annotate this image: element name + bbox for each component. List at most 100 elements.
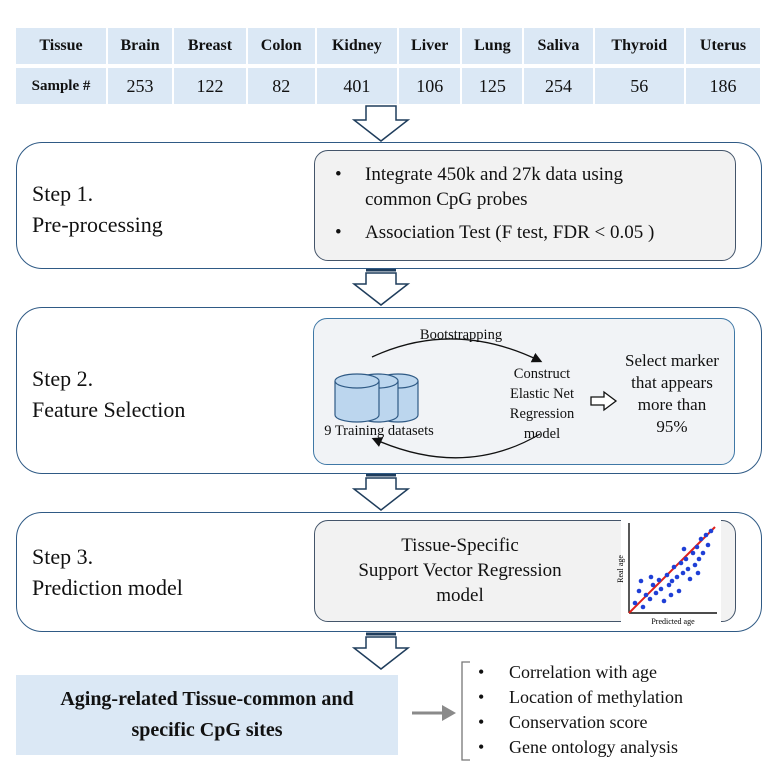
scatter-point — [680, 570, 686, 576]
tissue-brain: Brain — [108, 28, 175, 68]
tissue-sample-table: Tissue Brain Breast Colon Kidney Liver L… — [16, 28, 760, 104]
bullet-dot: • — [478, 737, 485, 757]
scatter-point — [647, 596, 653, 602]
tissue-liver: Liver — [399, 28, 463, 68]
scatter-point — [658, 586, 664, 592]
scatter-point — [687, 576, 693, 582]
step1-panel: Step 1. Pre-processing • Integrate 450k … — [16, 142, 762, 269]
count-brain: 253 — [108, 68, 175, 104]
model-line: model — [523, 426, 561, 442]
step1-bullet2: Association Test (F test, FDR < 0.05 ) — [365, 222, 655, 243]
scatter-point — [708, 528, 714, 534]
select-line: 95% — [656, 417, 688, 436]
scatter-point — [694, 544, 700, 550]
x-axis-label: Predicted age — [651, 617, 695, 626]
svr-line: Tissue-Specific — [401, 535, 519, 556]
bootstrapping-label: Bootstrapping — [419, 327, 503, 343]
training-datasets-label: 9 Training datasets — [324, 423, 434, 439]
outcome-line1: Aging-related Tissue-common and — [60, 688, 354, 710]
outcome-line2: specific CpG sites — [131, 719, 283, 741]
scatter-point — [638, 578, 644, 584]
sample-count-row: Sample # 253 122 82 401 106 125 254 56 1… — [16, 68, 760, 104]
scatter-point — [674, 574, 680, 580]
analysis-correlation: Correlation with age — [509, 662, 657, 682]
elastic-net-model-label: Construct Elastic Net Regression model — [492, 364, 592, 444]
down-arrow-icon — [351, 473, 411, 511]
bullet-dot: • — [478, 712, 485, 732]
analysis-list: • Correlation with age • Location of met… — [478, 660, 758, 764]
tissue-breast: Breast — [174, 28, 248, 68]
row-label-tissue: Tissue — [16, 28, 108, 68]
count-liver: 106 — [399, 68, 463, 104]
step1-name: Pre-processing — [32, 212, 163, 237]
scatter-point — [661, 598, 667, 604]
fit-line — [628, 526, 716, 614]
count-kidney: 401 — [316, 68, 400, 104]
scatter-plot: Predicted age Real age — [616, 519, 721, 627]
scatter-point — [696, 556, 702, 562]
step1-details-box: • Integrate 450k and 27k data using comm… — [314, 150, 736, 261]
step2-number: Step 2. — [32, 366, 94, 391]
step1-bullet-integrate: • Integrate 450k and 27k data using comm… — [335, 162, 725, 212]
bracket — [461, 661, 470, 761]
scatter-point — [640, 604, 646, 610]
svr-line: model — [436, 585, 484, 606]
step3-name: Prediction model — [32, 575, 183, 600]
tissue-uterus: Uterus — [686, 28, 760, 68]
scatter-point — [703, 532, 709, 538]
analysis-location: Location of methylation — [509, 687, 683, 707]
down-arrow-icon — [351, 268, 411, 306]
scatter-point — [695, 570, 701, 576]
count-thyroid: 56 — [594, 68, 687, 104]
step3-title: Step 3. Prediction model — [32, 541, 183, 603]
count-uterus: 186 — [686, 68, 760, 104]
select-marker-label: Select marker that appears more than 95% — [614, 350, 730, 438]
scatter-point — [668, 592, 674, 598]
scatter-point — [632, 600, 638, 606]
scatter-point — [643, 592, 649, 598]
bootstrapping-loop — [371, 338, 618, 459]
down-arrow-icon — [351, 632, 411, 670]
svr-line: Support Vector Regression — [358, 560, 562, 581]
scatter-point — [690, 550, 696, 556]
bullet-dot: • — [478, 662, 485, 682]
tissue-saliva: Saliva — [524, 28, 595, 68]
bullet-dot: • — [335, 164, 342, 185]
scatter-point — [678, 560, 684, 566]
step1-bullet1-line1: Integrate 450k and 27k data using — [365, 164, 624, 185]
count-lung: 125 — [462, 68, 525, 104]
scatter-point — [650, 582, 656, 588]
scatter-point — [648, 574, 654, 580]
scatter-point — [692, 562, 698, 568]
select-line: Select marker — [625, 351, 719, 370]
step3-panel: Step 3. Prediction model Tissue-Specific… — [16, 512, 762, 632]
step3-number: Step 3. — [32, 544, 94, 569]
scatter-point — [669, 578, 675, 584]
down-arrow-icon — [351, 105, 411, 142]
tissue-kidney: Kidney — [316, 28, 400, 68]
right-arrow-icon — [590, 390, 618, 412]
step2-title: Step 2. Feature Selection — [32, 363, 185, 425]
step1-bullet-association: • Association Test (F test, FDR < 0.05 ) — [335, 220, 725, 245]
bullet-dot: • — [478, 687, 485, 707]
scatter-point — [676, 588, 682, 594]
select-line: that appears — [631, 373, 713, 392]
step2-name: Feature Selection — [32, 397, 186, 422]
tissue-thyroid: Thyroid — [594, 28, 687, 68]
analysis-conservation: Conservation score — [509, 712, 648, 732]
step2-details-box: Bootstrapping 9 Training datasets Constr… — [313, 318, 735, 465]
analysis-gene-ontology: Gene ontology analysis — [509, 737, 678, 757]
scatter-point — [698, 536, 704, 542]
right-arrow-icon — [412, 705, 456, 721]
scatter-point — [683, 556, 689, 562]
tissue-lung: Lung — [462, 28, 525, 68]
count-colon: 82 — [247, 68, 317, 104]
outcome-box: Aging-related Tissue-common and specific… — [16, 675, 398, 755]
scatter-point — [656, 577, 662, 583]
scatter-point — [653, 590, 659, 596]
count-breast: 122 — [174, 68, 248, 104]
scatter-point — [666, 582, 672, 588]
step2-panel: Step 2. Feature Selection Boo — [16, 307, 762, 474]
y-axis-label: Real age — [616, 555, 625, 583]
count-saliva: 254 — [524, 68, 595, 104]
